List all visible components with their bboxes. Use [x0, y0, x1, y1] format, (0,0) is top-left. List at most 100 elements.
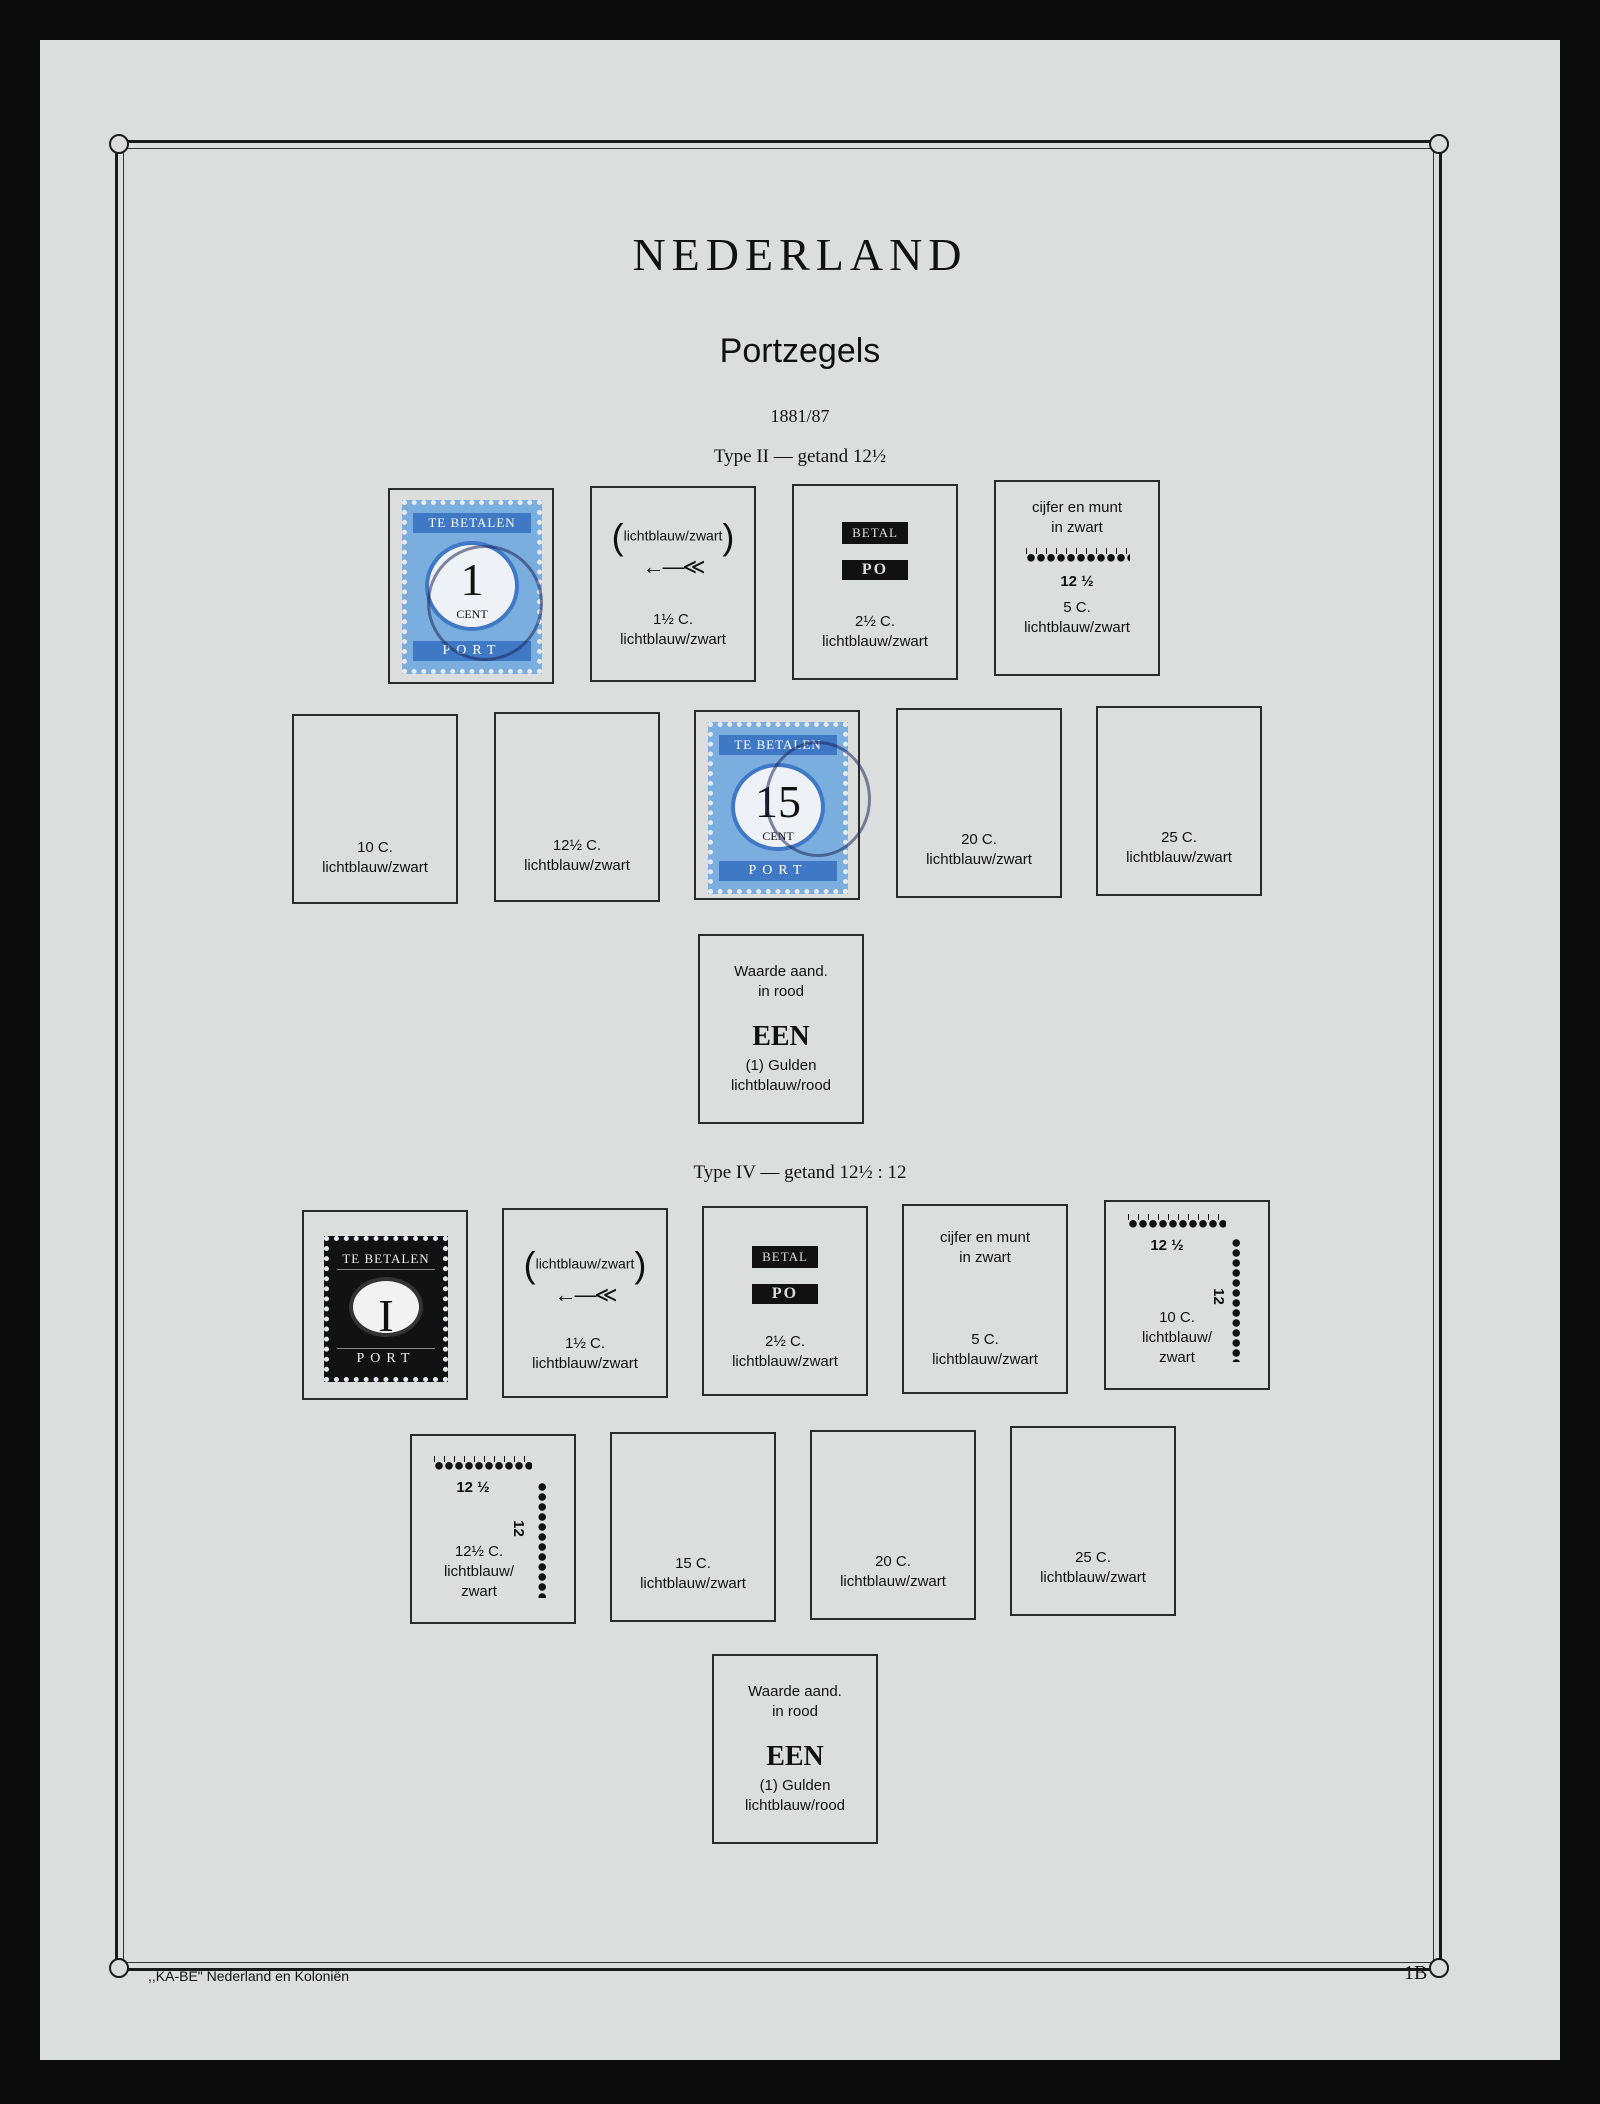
slot-note: cijfer en munt [939, 1229, 1031, 1246]
perforation-sample [1026, 548, 1130, 562]
slot-color: lichtblauw/zwart [840, 1573, 946, 1590]
years-label: 1881/87 [770, 406, 830, 426]
overprint-sample: BETAL PO [752, 1246, 818, 1304]
section2-heading: Type IV — getand 12½ : 12 [693, 1162, 907, 1183]
overprint-sample: BETAL PO [842, 522, 908, 580]
page-border [115, 140, 1442, 1971]
perforation-sample-vertical [1232, 1238, 1246, 1362]
slot-value: 5 C. [1063, 599, 1091, 616]
stamp-slot: (lichtblauw/zwart) ←—≪ 1½ C. lichtblauw/… [502, 1208, 668, 1398]
corner-ornament [1429, 134, 1449, 154]
stamp-1-cent-blue: TE BETALEN 1 CENT PORT [402, 500, 543, 674]
stamp-slot: Waarde aand. in rood EEN (1) Gulden lich… [698, 934, 864, 1124]
stamp-slot: 10 C. lichtblauw/zwart [292, 714, 458, 904]
publisher-footer: ,,KA-BE" Nederland en Koloniën [148, 1968, 350, 1984]
slot-color: zwart [1159, 1349, 1195, 1366]
slot-note: in rood [772, 1703, 818, 1720]
slot-note: cijfer en munt [1031, 499, 1123, 516]
slot-value: 2½ C. [854, 613, 896, 630]
slot-value: 12½ C. [454, 1543, 504, 1560]
slot-color: lichtblauw/ [1141, 1329, 1213, 1346]
slot-color: lichtblauw/zwart [620, 631, 726, 648]
color-note: (lichtblauw/zwart) ←—≪ [611, 516, 735, 579]
stamp-slot: TE BETALEN 1 CENT PORT [388, 488, 554, 684]
stamp-header: TE BETALEN [337, 1249, 435, 1270]
slot-color: lichtblauw/rood [730, 1077, 832, 1094]
perforation-gauge: 12 ½ [1150, 1237, 1184, 1254]
inner-border [123, 148, 1434, 1963]
slot-value: 1½ C. [564, 1335, 606, 1352]
stamp-slot: 25 C. lichtblauw/zwart [1096, 706, 1262, 896]
slot-value: 10 C. [357, 839, 393, 856]
slot-value: 10 C. [1159, 1309, 1195, 1326]
slot-color: lichtblauw/rood [744, 1797, 846, 1814]
perforation-gauge-vertical: 12 [1209, 1288, 1227, 1305]
album-page: NEDERLAND Portzegels 1881/87 Type II — g… [40, 40, 1560, 2060]
value-overprint: EEN [766, 1741, 824, 1772]
page-number: 1B [1404, 1962, 1428, 1984]
slot-value: 25 C. [1075, 1549, 1111, 1566]
slot-value: 15 C. [675, 1555, 711, 1572]
slot-note: in rood [758, 983, 804, 1000]
stamp-slot: 12½ C. lichtblauw/zwart [494, 712, 660, 902]
slot-note: in zwart [1051, 519, 1103, 536]
stamp-slot: TE BETALEN I CENT PORT [302, 1210, 468, 1400]
arrow-icon: ←—≪ [642, 554, 705, 579]
slot-value: (1) Gulden [759, 1777, 831, 1794]
slot-color: lichtblauw/zwart [732, 1353, 838, 1370]
slot-color: lichtblauw/zwart [1040, 1569, 1146, 1586]
slot-value: (1) Gulden [745, 1057, 817, 1074]
stamp-slot: 12 ½ 12 12½ C. lichtblauw/ zwart [410, 1434, 576, 1624]
slot-color: lichtblauw/zwart [532, 1355, 638, 1372]
stamp-slot: Waarde aand. in rood EEN (1) Gulden lich… [712, 1654, 878, 1844]
postmark [427, 545, 543, 661]
stamp-slot: cijfer en munt in zwart 12 ½ 5 C. lichtb… [994, 480, 1160, 676]
stamp-15-cent-blue: TE BETALEN 15 CENT PORT [708, 722, 871, 894]
slot-color: lichtblauw/zwart [926, 851, 1032, 868]
stamp-header: TE BETALEN [413, 513, 531, 533]
slot-color: lichtblauw/zwart [1024, 619, 1130, 636]
stamp-unit: CENT [369, 1343, 403, 1357]
corner-ornament [1429, 1958, 1449, 1978]
slot-color: lichtblauw/zwart [640, 1575, 746, 1592]
perforation-sample [434, 1456, 532, 1470]
stamp-slot: cijfer en munt in zwart 5 C. lichtblauw/… [902, 1204, 1068, 1394]
slot-value: 20 C. [961, 831, 997, 848]
corner-ornament [109, 1958, 129, 1978]
page-title: NEDERLAND [632, 229, 968, 280]
slot-value: 25 C. [1161, 829, 1197, 846]
stamp-slot: 20 C. lichtblauw/zwart [896, 708, 1062, 898]
perforation-gauge: 12 ½ [456, 1479, 490, 1496]
section1-heading: Type II — getand 12½ [713, 446, 887, 467]
stamp-1-cent-black: TE BETALEN I CENT PORT [324, 1236, 448, 1382]
slot-value: 12½ C. [552, 837, 602, 854]
slot-value: 20 C. [875, 1553, 911, 1570]
stamp-slot: 15 C. lichtblauw/zwart [610, 1432, 776, 1622]
page-subtitle: Portzegels [719, 332, 881, 370]
stamp-slot: BETAL PO 2½ C. lichtblauw/zwart [702, 1206, 868, 1396]
color-note: (lichtblauw/zwart) ←—≪ [523, 1244, 647, 1307]
stamp-footer: PORT [719, 861, 837, 881]
slot-note: Waarde aand. [734, 963, 828, 980]
slot-color: lichtblauw/zwart [322, 859, 428, 876]
slot-color: lichtblauw/zwart [822, 633, 928, 650]
stamp-slot: TE BETALEN 15 CENT PORT [694, 710, 871, 900]
slot-color: lichtblauw/ [443, 1563, 515, 1580]
stamp-oval: I CENT [349, 1277, 423, 1357]
stamp-slot: 25 C. lichtblauw/zwart [1010, 1426, 1176, 1616]
slot-note: in zwart [959, 1249, 1011, 1266]
stamp-value: I [378, 1290, 394, 1341]
stamp-slot: (lichtblauw/zwart) ←—≪ 1½ C. lichtblauw/… [590, 486, 756, 682]
value-overprint: EEN [752, 1021, 810, 1052]
corner-ornament [109, 134, 129, 154]
slot-value: 1½ C. [652, 611, 694, 628]
slot-color: lichtblauw/zwart [932, 1351, 1038, 1368]
slot-color: lichtblauw/zwart [1126, 849, 1232, 866]
slot-value: 5 C. [971, 1331, 999, 1348]
postmark [765, 741, 871, 857]
stamp-slot: 20 C. lichtblauw/zwart [810, 1430, 976, 1620]
perforation-sample [1128, 1214, 1226, 1228]
perforation-sample-vertical [538, 1482, 552, 1598]
stamp-slot: 12 ½ 12 10 C. lichtblauw/ zwart [1104, 1200, 1270, 1390]
perforation-gauge-vertical: 12 [509, 1520, 527, 1537]
